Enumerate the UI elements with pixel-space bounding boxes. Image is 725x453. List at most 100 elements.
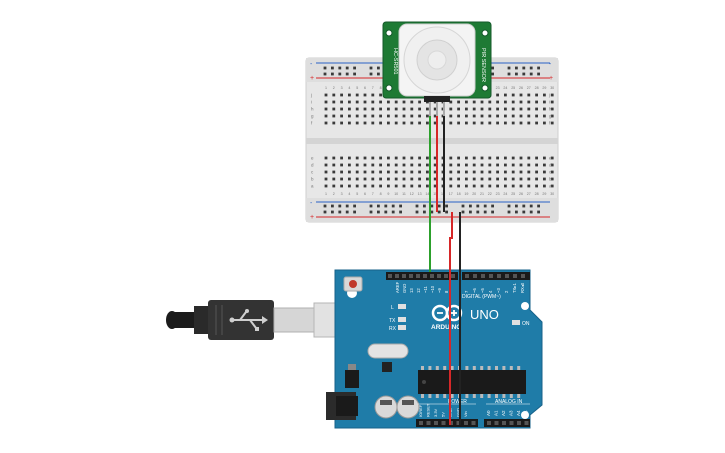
header-hole[interactable] (434, 421, 438, 425)
arduino-mount-hole (521, 302, 529, 310)
digital-pin-label: GND (402, 284, 407, 293)
row-letter: j (310, 93, 312, 98)
header-hole[interactable] (487, 421, 491, 425)
header-hole[interactable] (402, 274, 406, 278)
column-number: 1 (325, 192, 327, 196)
header-hole[interactable] (524, 421, 529, 425)
header-hole[interactable] (437, 274, 441, 278)
column-number: 25 (511, 192, 515, 196)
header-hole[interactable] (497, 274, 501, 278)
header-hole[interactable] (517, 421, 521, 425)
rail-hole (399, 210, 402, 214)
breadboard-hole (504, 114, 507, 118)
breadboard-hole (465, 184, 468, 188)
breadboard: - + - + - + 1122334455667788991010111112… (305, 57, 559, 223)
rail-hole (537, 210, 540, 214)
red-power-wire (449, 212, 453, 425)
breadboard-hole (496, 107, 499, 111)
header-hole[interactable] (464, 421, 468, 425)
rail-hole (345, 210, 349, 214)
header-hole[interactable] (513, 274, 517, 278)
breadboard-hole (465, 100, 468, 104)
breadboard-hole (332, 114, 336, 118)
row-letter: d (311, 163, 314, 168)
header-hole[interactable] (465, 274, 469, 278)
breadboard-hole (410, 100, 414, 104)
breadboard-hole (402, 170, 406, 174)
breadboard-hole (457, 107, 460, 111)
header-hole[interactable] (471, 421, 476, 425)
rail-hole (415, 210, 419, 214)
header-hole[interactable] (444, 274, 448, 278)
header-hole[interactable] (456, 421, 461, 425)
header-hole[interactable] (489, 274, 493, 278)
rail-minus-label-bottom: - (310, 200, 313, 207)
breadboard-hole (550, 107, 554, 111)
breadboard-hole (449, 100, 453, 104)
arduino-model: UNO (470, 307, 499, 322)
breadboard-hole (379, 121, 382, 125)
breadboard-hole (511, 114, 515, 118)
breadboard-hole (543, 93, 546, 97)
breadboard-hole (387, 107, 390, 111)
breadboard-hole (504, 100, 507, 104)
breadboard-hole (496, 156, 499, 160)
header-hole[interactable] (441, 421, 446, 425)
pir-sensor: HC-SR501 PIR SENSOR (382, 21, 492, 116)
header-hole[interactable] (430, 274, 434, 278)
header-hole[interactable] (451, 274, 455, 278)
header-hole[interactable] (395, 274, 399, 278)
breadboard-hole (504, 177, 507, 181)
rail-hole (423, 204, 426, 208)
rail-hole (331, 210, 334, 214)
breadboard-hole (324, 156, 328, 160)
voltage-regulator (345, 370, 359, 388)
header-hole[interactable] (388, 274, 392, 278)
breadboard-hole (371, 156, 375, 160)
breadboard-hole (465, 156, 468, 160)
column-number: 30 (550, 192, 554, 196)
breadboard-hole (387, 121, 390, 125)
header-hole[interactable] (423, 274, 427, 278)
breadboard-hole (449, 184, 453, 188)
breadboard-hole (504, 93, 507, 97)
header-hole[interactable] (494, 421, 499, 425)
header-hole[interactable] (409, 274, 413, 278)
rail-hole (529, 204, 533, 208)
header-hole[interactable] (426, 421, 431, 425)
breadboard-hole (355, 100, 359, 104)
rail-hole (522, 204, 526, 208)
power-pin-label: 3.3V (433, 408, 438, 417)
reset-button-cap[interactable] (349, 280, 357, 288)
header-hole[interactable] (509, 421, 514, 425)
crystal-oscillator (367, 343, 409, 359)
chip-pin (502, 394, 506, 398)
header-hole[interactable] (481, 274, 485, 278)
breadboard-hole (496, 114, 499, 118)
breadboard-hole (519, 156, 523, 160)
breadboard-hole (387, 163, 390, 167)
header-hole[interactable] (419, 421, 423, 425)
header-hole[interactable] (521, 274, 525, 278)
breadboard-hole (449, 121, 453, 125)
rail-hole (384, 210, 388, 214)
rail-hole (507, 210, 511, 214)
rail-hole (369, 204, 373, 208)
column-number: 21 (480, 192, 484, 196)
header-hole[interactable] (505, 274, 509, 278)
breadboard-hole (550, 121, 554, 125)
header-hole[interactable] (473, 274, 477, 278)
rail-hole (323, 66, 327, 70)
column-number: 9 (387, 192, 389, 196)
header-hole[interactable] (416, 274, 420, 278)
breadboard-hole (402, 114, 406, 118)
breadboard-hole (449, 177, 453, 181)
breadboard-hole (410, 177, 414, 181)
header-holes (388, 274, 529, 425)
rail-hole (345, 204, 349, 208)
rail-hole (430, 204, 434, 208)
breadboard-hole (363, 184, 367, 188)
breadboard-hole (394, 177, 398, 181)
column-number: 3 (341, 192, 343, 196)
header-hole[interactable] (502, 421, 506, 425)
